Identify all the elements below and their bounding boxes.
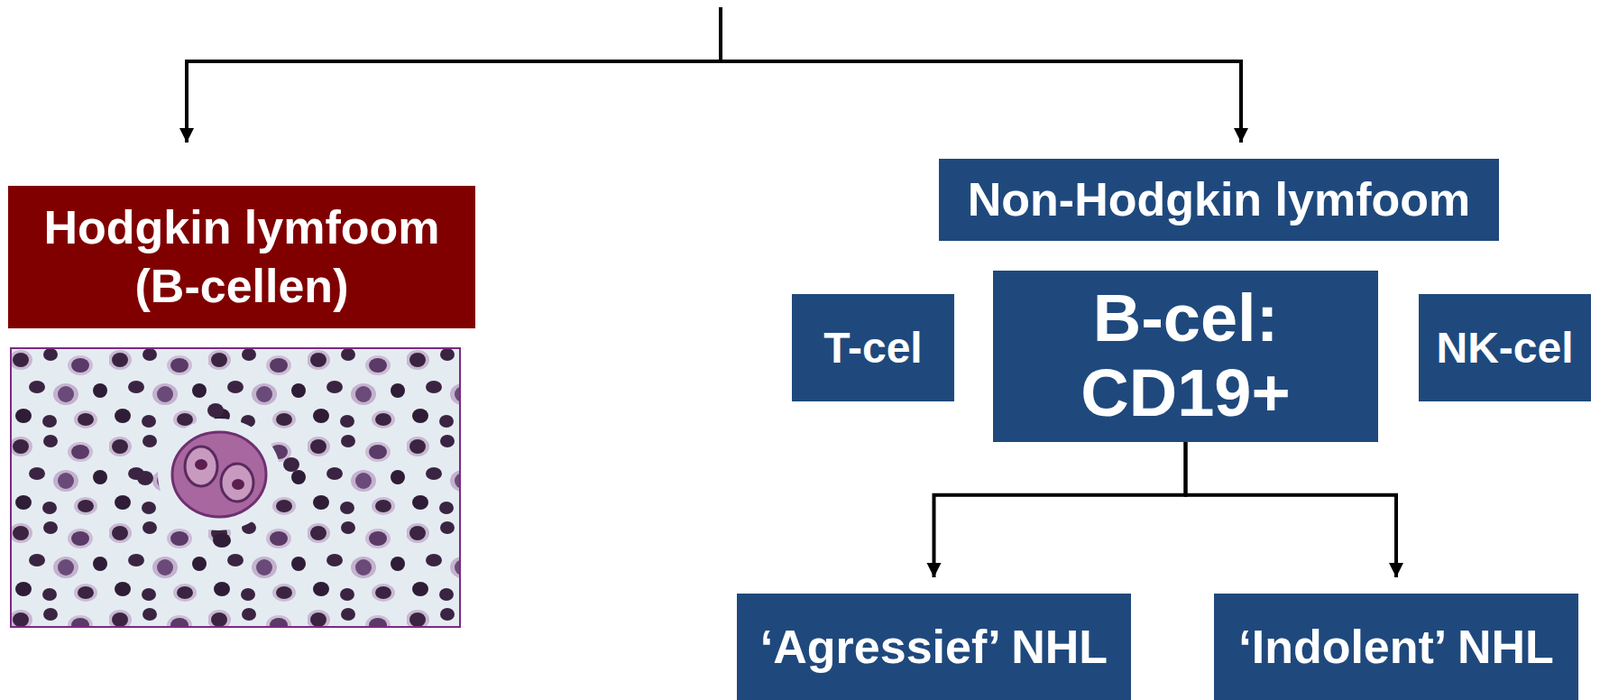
hodgkin-box: Hodgkin lymfoom (B-cellen) — [8, 185, 476, 329]
subtype-box: ‘Indolent’ NHL — [1213, 593, 1579, 700]
cell-type-box: NK-cel — [1418, 294, 1591, 402]
histology-image — [9, 347, 461, 628]
branch-arrow — [1239, 61, 1243, 143]
node-label: ‘Agressief’ NHL — [760, 618, 1108, 675]
cell-type-box: T-cel — [791, 294, 955, 402]
branch-line — [184, 59, 1243, 64]
cell-type-box: B-cel: CD19+ — [993, 270, 1379, 442]
stem-line — [718, 7, 723, 62]
node-label: T-cel — [823, 321, 922, 375]
node-label: ‘Indolent’ NHL — [1238, 618, 1555, 675]
node-label: Non-Hodgkin lymfoom — [967, 171, 1472, 228]
branch-arrow — [184, 61, 189, 143]
connector-arrow — [1186, 441, 1398, 578]
node-label: B-cel: CD19+ — [1002, 281, 1370, 432]
node-label: Hodgkin lymfoom (B-cellen) — [17, 198, 467, 316]
subtype-box: ‘Agressief’ NHL — [736, 593, 1132, 700]
category-box: Non-Hodgkin lymfoom — [938, 158, 1499, 241]
node-label: NK-cel — [1435, 321, 1573, 375]
connector-arrow — [934, 441, 1187, 578]
